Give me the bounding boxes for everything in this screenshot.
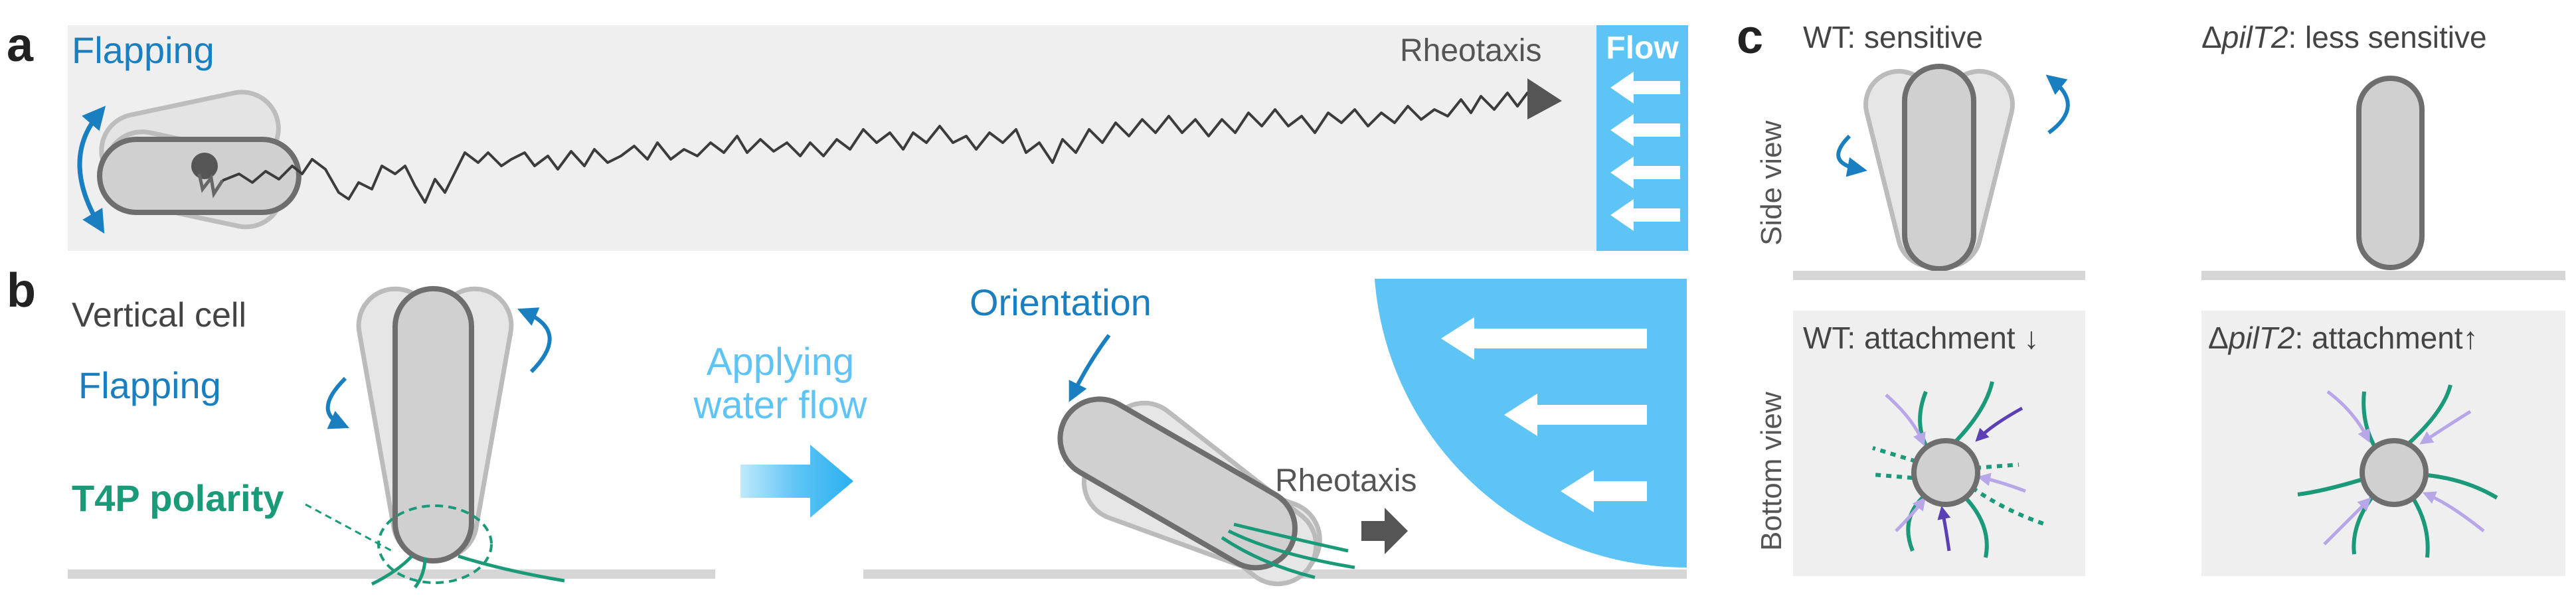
flapping-arrow-right-icon: [517, 307, 552, 374]
flow-arrow-icon: [1610, 72, 1680, 104]
wt-sensitive-title: WT: sensitive: [1803, 20, 1983, 54]
panel-a-background: [68, 25, 1688, 251]
apply-flow-arrow-icon: [740, 445, 853, 518]
flow-arrow-icon: [1610, 114, 1680, 146]
panel-a: a Flapping Rheotaxis Flow: [7, 19, 1688, 251]
tilted-cell-pili: [1221, 522, 1355, 579]
cell-pole-dot: [191, 153, 218, 179]
flow-arrow-icon: [1610, 199, 1680, 231]
mutant-bottom-cell: [2360, 438, 2429, 507]
flow-arrow-icon: [1610, 157, 1680, 188]
panel-c: c Side view Bottom view WT: sensitive Δp…: [1737, 11, 2565, 576]
mutant-bottom-flow-arrows: [2323, 390, 2485, 546]
mutant-side-cell: [2356, 76, 2425, 270]
panel-b-rheotaxis-label: Rheotaxis: [1275, 463, 1417, 498]
flow-label: Flow: [1606, 31, 1679, 66]
wt-bottom-cell: [1911, 438, 1980, 507]
flapping-arrow-left-icon: [325, 376, 349, 429]
mutant-attachment-title: ΔpilT2: attachment↑: [2208, 321, 2478, 355]
panel-a-rheotaxis-label: Rheotaxis: [1400, 33, 1541, 68]
polarity-pointer: [305, 503, 392, 552]
wt-attachment-title: WT: attachment ↓: [1803, 321, 2039, 355]
flapping-arrow-icon: [77, 106, 106, 234]
bottom-view-label: Bottom view: [1755, 392, 1788, 551]
wt-flap-arrow-right-icon: [2045, 74, 2070, 135]
vertical-cell-label: Vertical cell: [72, 296, 246, 335]
flow-arrow-icon: [1561, 470, 1647, 512]
wt-side-cell: [1902, 64, 1976, 271]
applying-label-line2: water flow: [693, 384, 867, 427]
vertical-cell: [392, 286, 474, 563]
orientation-label: Orientation: [970, 281, 1152, 323]
t4p-pili: [371, 554, 565, 589]
panel-b-letter: b: [7, 264, 36, 317]
tether-knot: [197, 173, 224, 198]
wt-flap-arrow-left-icon: [1836, 134, 1867, 177]
mutant-less-sensitive-title: ΔpilT2: less sensitive: [2201, 20, 2487, 54]
wt-bottom-flow-arrows: [1885, 394, 2026, 552]
panel-b: b Vertical cell Flapping T4P polarity Ap…: [7, 264, 1687, 589]
wt-side-surface: [1793, 271, 2085, 280]
mutant-side-surface: [2201, 271, 2565, 280]
rheotaxis-small-arrow-icon: [1361, 508, 1408, 554]
side-view-label: Side view: [1755, 120, 1788, 246]
panel-a-flapping-label: Flapping: [72, 29, 215, 71]
rheotaxis-arrowhead-icon: [1527, 78, 1562, 119]
applying-label-line1: Applying: [707, 340, 854, 384]
panel-c-letter: c: [1737, 11, 1763, 64]
flow-arrow-icon: [1441, 317, 1647, 360]
t4p-polarity-label: T4P polarity: [72, 477, 284, 519]
flow-arrows: [1610, 72, 1680, 231]
quarter-flow-arrows: [1441, 317, 1647, 512]
flow-arrow-icon: [1504, 394, 1647, 436]
orientation-arrow-icon: [1069, 334, 1111, 402]
panel-b-flapping-label: Flapping: [78, 364, 221, 406]
panel-a-letter: a: [7, 19, 34, 72]
rheotaxis-trajectory: [222, 92, 1542, 204]
